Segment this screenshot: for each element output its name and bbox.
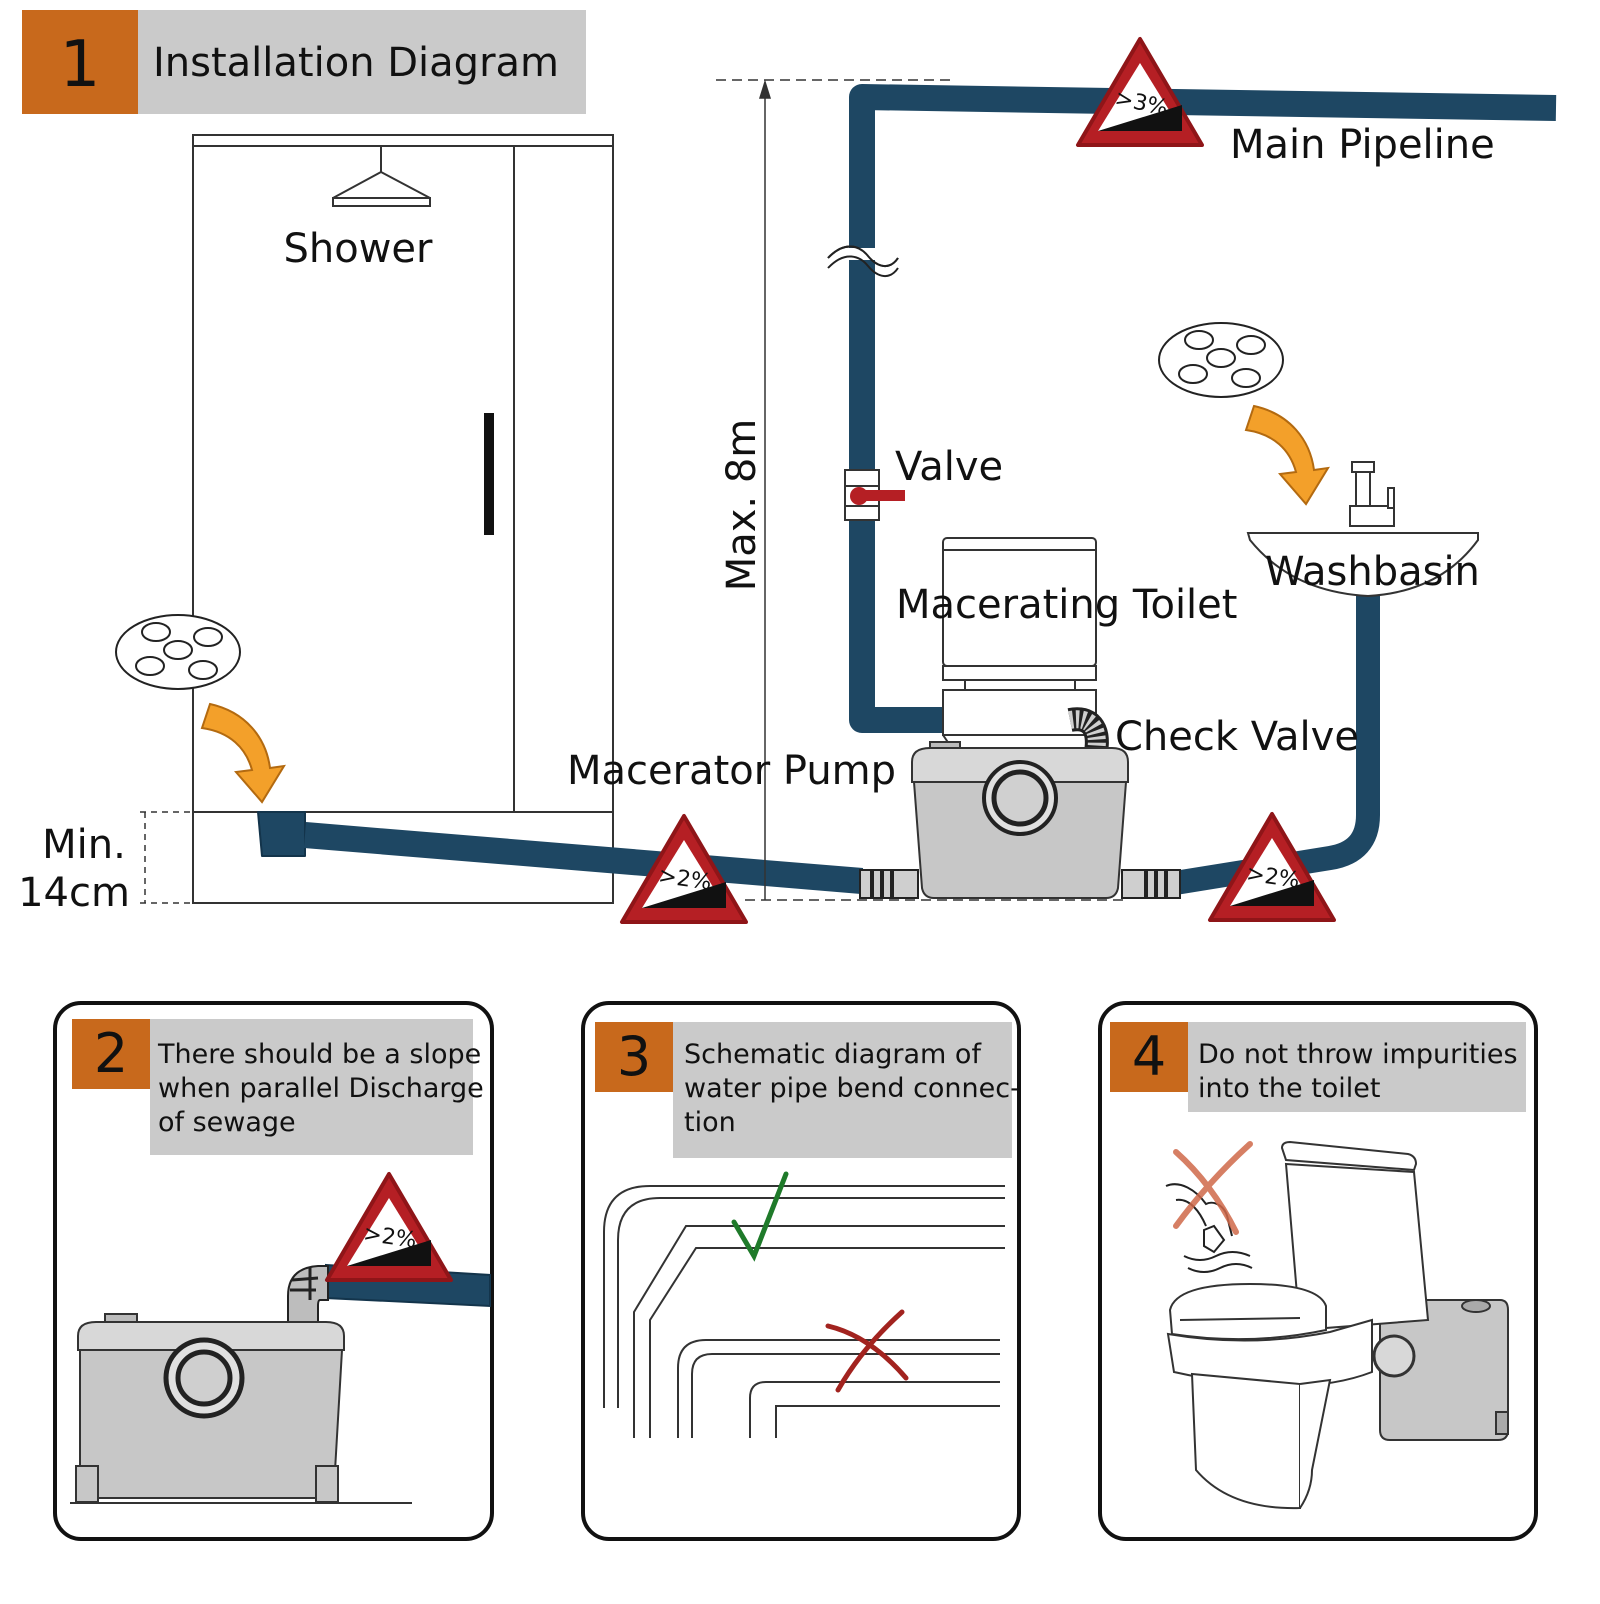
valve-label: Valve [895, 444, 1003, 490]
cross-icon [1173, 1141, 1253, 1235]
min-label: Min. [42, 822, 126, 868]
panel-number: 4 [1132, 1025, 1166, 1088]
panel-slope: 2 There should be a slope when parallel … [53, 1001, 494, 1541]
shower-enclosure [192, 134, 614, 904]
shower-head-icon [332, 146, 431, 207]
cross-icon [825, 1309, 909, 1393]
macerator-pump-label: Macerator Pump [567, 748, 896, 794]
macerator-pump-icon [859, 741, 1181, 899]
toilet-icon [1166, 1140, 1430, 1510]
arrow-icon [1245, 405, 1329, 505]
panel-caption-line: Do not throw impurities [1198, 1039, 1518, 1070]
macerator-pump-icon [1372, 1299, 1509, 1441]
max-height-label: Max. 8m [719, 419, 765, 592]
panel-bend: 3 Schematic diagram of water pipe bend c… [581, 1001, 1021, 1541]
check-icon [731, 1171, 789, 1262]
min-height-dimension [140, 811, 193, 904]
panel-caption-line: water pipe bend connec- [684, 1073, 1020, 1104]
valve-icon [844, 469, 905, 521]
check-valve-icon [1067, 707, 1109, 754]
page-title: Installation Diagram [153, 40, 559, 86]
header-title-bar [138, 10, 586, 114]
faucet-icon [1349, 461, 1395, 527]
washbasin-drain-pipe [1173, 596, 1380, 895]
panel-caption-line: when parallel Discharge [158, 1073, 484, 1104]
panel-number: 3 [617, 1025, 651, 1088]
main-pipeline-label: Main Pipeline [1230, 122, 1495, 168]
macerating-toilet-label: Macerating Toilet [896, 582, 1237, 628]
header-number: 1 [60, 28, 101, 102]
washbasin-icon [1246, 532, 1479, 598]
shower-door-handle [484, 413, 494, 535]
shower-label: Shower [284, 226, 434, 272]
panel-caption-line: Schematic diagram of [684, 1039, 982, 1070]
arrow-icon [201, 703, 285, 803]
max-height-dimension [716, 79, 1125, 901]
washbasin-label: Washbasin [1265, 549, 1480, 595]
header-number-badge [22, 10, 138, 114]
panel-number: 2 [94, 1022, 128, 1085]
min-value-label: 14cm [18, 870, 130, 916]
drain-icon [1158, 322, 1284, 398]
panel-impurities: 4 Do not throw impurities into the toile… [1098, 1001, 1538, 1541]
shower-discharge-pipe [303, 822, 864, 894]
header: 1 Installation Diagram [22, 10, 586, 114]
drain-icon [115, 614, 241, 690]
panel-caption-line: tion [684, 1107, 736, 1138]
macerating-toilet-icon [942, 537, 1097, 761]
panel-caption-line: of sewage [158, 1107, 296, 1138]
check-valve-label: Check Valve [1115, 714, 1359, 760]
panel-caption-line: There should be a slope [157, 1039, 481, 1070]
panel-caption-line: into the toilet [1198, 1073, 1381, 1104]
